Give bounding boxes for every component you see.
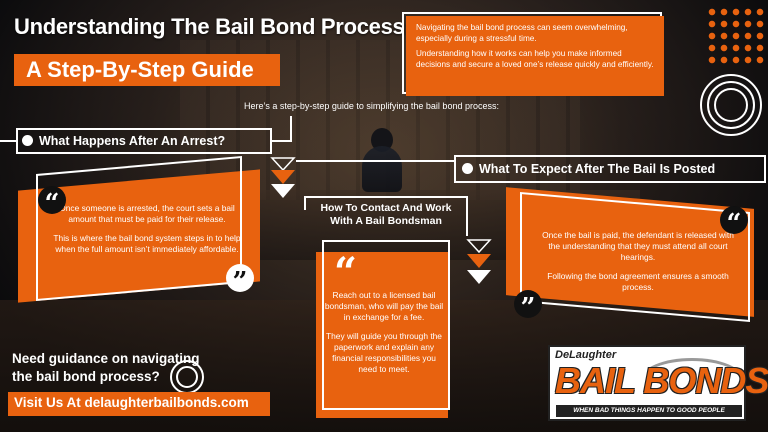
step1-heading: What Happens After An Arrest? (22, 134, 225, 148)
step3-heading: What To Expect After The Bail Is Posted (462, 162, 715, 176)
step1-paragraph-1: Once someone is arrested, the court sets… (59, 203, 235, 224)
arrow-down-orange-icon (271, 170, 295, 184)
page-subtitle: A Step-By-Step Guide (26, 57, 254, 82)
step2-heading-line1: How To Contact And Work (320, 202, 452, 214)
divider-line (290, 116, 292, 142)
step2-heading: How To Contact And Work With A Bail Bond… (304, 202, 468, 228)
step2-paragraph-1: Reach out to a licensed bail bondsman, w… (324, 290, 444, 322)
divider-line (304, 196, 468, 198)
rings-decoration-core (714, 88, 748, 122)
logo-swoosh (640, 358, 744, 402)
visit-website-button[interactable] (8, 392, 270, 416)
arrow-down-outline-icon (270, 157, 296, 172)
divider-line (296, 160, 454, 162)
rings-decoration (700, 74, 762, 136)
step3-paragraph-1: Once the bail is paid, the defendant is … (542, 230, 734, 262)
logo-tagline: WHEN BAD THINGS HAPPEN TO GOOD PEOPLE (556, 405, 742, 417)
bullet-icon (22, 135, 33, 146)
step2-paragraph-2: They will guide you through the paperwor… (326, 331, 442, 374)
divider-line (272, 140, 292, 142)
arrow-down-outline-icon (466, 239, 492, 254)
step1-paragraph-2: This is where the bail bond system steps… (53, 233, 241, 254)
intro-paragraph-1: Navigating the bail bond process can see… (416, 23, 628, 43)
quote-open-icon: “ (38, 186, 66, 219)
quote-open-icon: “ (334, 249, 358, 296)
step3-card-text: Once the bail is paid, the defendant is … (536, 230, 740, 301)
arrow-down-white-icon (271, 184, 295, 198)
step2-card-frame (322, 240, 450, 410)
step3-heading-frame (454, 155, 766, 183)
divider-line (304, 196, 306, 210)
intro-paragraph-2: Understanding how it works can help you … (416, 49, 654, 69)
cta-line-1: Need guidance on navigating (12, 351, 200, 366)
rings-decoration-inner (176, 366, 198, 388)
divider-line (466, 196, 468, 236)
cta-line-2: the bail bond process? (12, 369, 160, 384)
step3-paragraph-2: Following the bond agreement ensures a s… (547, 271, 729, 292)
quote-close-icon: ” (226, 264, 254, 297)
step2-card (316, 252, 448, 418)
cta-question: Need guidance on navigating the bail bon… (12, 350, 200, 386)
logo-brand-name: DeLaughter (555, 349, 617, 361)
subtitle-banner (14, 54, 280, 86)
step2-card-text: Reach out to a licensed bail bondsman, w… (324, 290, 444, 383)
page-title: Understanding The Bail Bond Process: (14, 14, 412, 39)
intro-panel: Navigating the bail bond process can see… (406, 16, 664, 96)
step1-card-text: Once someone is arrested, the court sets… (52, 203, 242, 263)
dot-grid-decoration (706, 6, 764, 64)
step3-heading-text: What To Expect After The Bail Is Posted (479, 162, 716, 176)
step1-heading-frame (16, 128, 272, 154)
quote-open-icon: “ (720, 206, 748, 239)
step1-heading-text: What Happens After An Arrest? (39, 134, 226, 148)
guide-intro-text: Here’s a step-by-step guide to simplifyi… (244, 101, 499, 111)
divider-line (0, 140, 16, 142)
arrow-down-white-icon (467, 270, 491, 284)
step2-heading-line2: With A Bail Bondsman (330, 215, 442, 227)
visit-website-link[interactable]: Visit Us At delaughterbailbonds.com (14, 395, 249, 410)
quote-close-icon: ” (514, 290, 542, 323)
defendant-silhouette (362, 146, 402, 192)
logo-wordmark: BAIL BONDS (555, 360, 768, 401)
bullet-icon (462, 163, 473, 174)
rings-decoration-inner (707, 81, 755, 129)
arrow-down-orange-icon (467, 254, 491, 268)
